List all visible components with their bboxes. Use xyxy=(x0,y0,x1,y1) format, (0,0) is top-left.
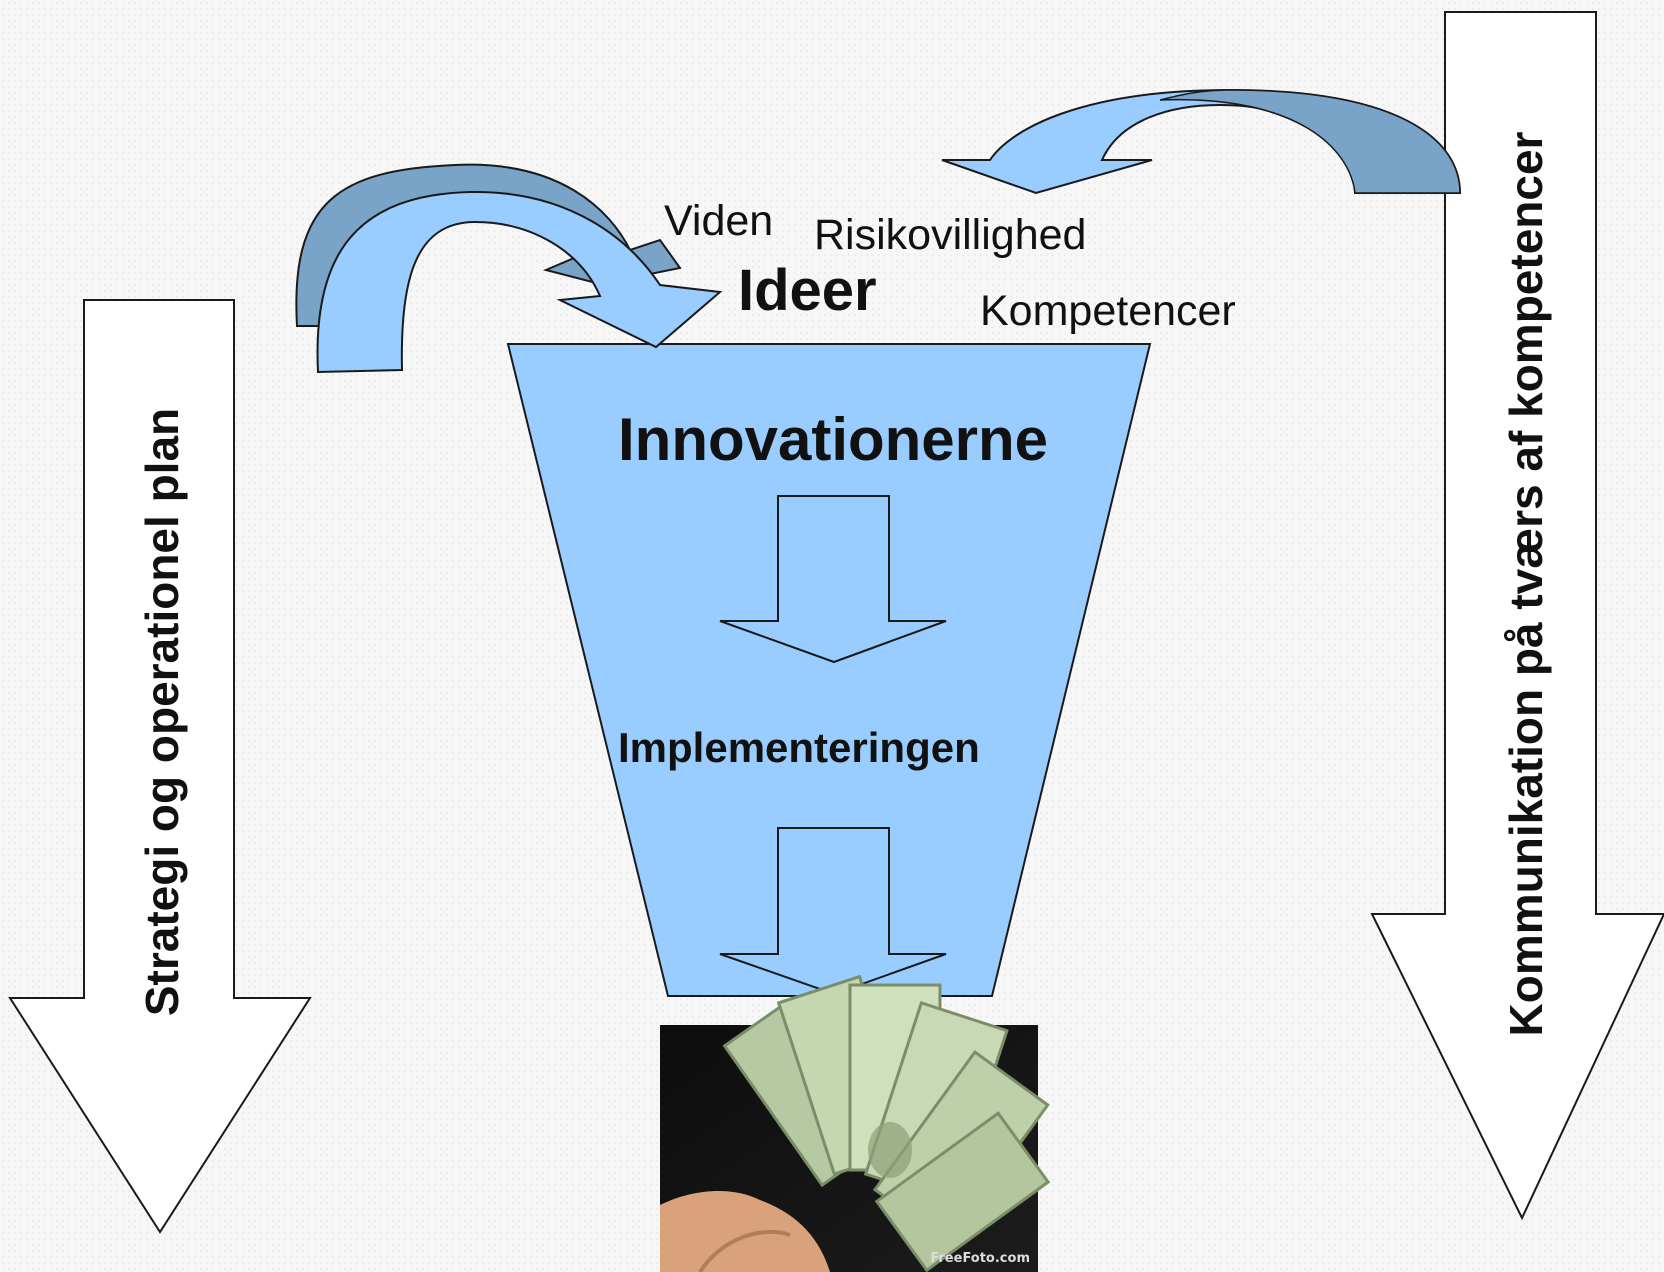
money-photo: FreeFoto.com xyxy=(660,1025,1038,1272)
inner-down-arrow-1 xyxy=(719,495,947,664)
inner-down-arrow-2 xyxy=(719,827,947,996)
label-right-arrow: Kommunikation på tværs af kompetencer xyxy=(1500,131,1552,1037)
label-viden: Viden xyxy=(664,197,774,245)
label-innovationerne: Innovationerne xyxy=(618,406,1049,473)
label-left-arrow: Strategi og operationel plan xyxy=(136,407,188,1017)
photo-credit: FreeFoto.com xyxy=(930,1251,1030,1266)
left-down-arrow xyxy=(8,299,312,1234)
curved-arrow-left-front xyxy=(316,190,723,374)
money-in-hand-icon xyxy=(660,974,1051,1272)
label-implementeringen: Implementeringen xyxy=(618,724,980,771)
curved-arrow-right-shade xyxy=(1159,89,1461,194)
right-down-arrow xyxy=(1370,11,1664,1221)
label-kompetencer: Kompetencer xyxy=(980,287,1236,335)
funnel xyxy=(506,343,1152,997)
label-risikovillighed: Risikovillighed xyxy=(814,211,1087,259)
label-ideer: Ideer xyxy=(738,258,877,323)
